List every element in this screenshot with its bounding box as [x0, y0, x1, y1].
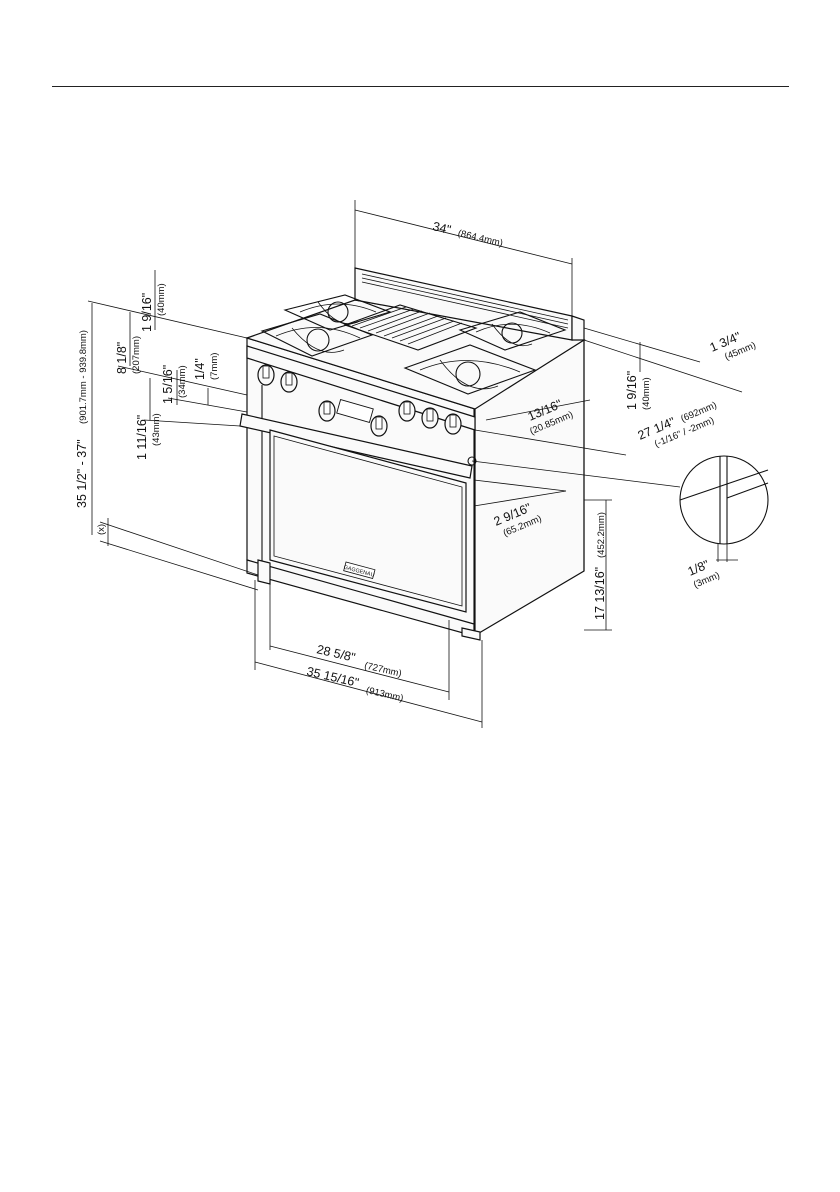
- dim-handle-height: 1 11/16": [135, 415, 149, 460]
- range-body: GAGGENAU: [240, 268, 584, 640]
- svg-text:(913mm): (913mm): [365, 685, 405, 704]
- dim-control-to-handle: 1 5/16": [161, 365, 175, 404]
- knob: [399, 401, 415, 421]
- svg-text:(864.4mm): (864.4mm): [457, 228, 504, 249]
- svg-text:(43mm): (43mm): [151, 413, 162, 446]
- dim-oven-height: 17 13/16": [593, 567, 607, 620]
- svg-text:(452.2mm): (452.2mm): [596, 512, 607, 558]
- knob: [371, 416, 387, 436]
- dim-backguard-height: 1 9/16": [140, 293, 154, 332]
- knob: [258, 365, 274, 385]
- svg-text:(7mm): (7mm): [209, 353, 220, 380]
- svg-text:(40mm): (40mm): [641, 377, 652, 410]
- svg-text:(727mm): (727mm): [363, 660, 403, 679]
- svg-text:(207mm): (207mm): [131, 336, 142, 374]
- dim-total-height: 35 1/2" - 37": [75, 439, 89, 508]
- dim-inner-width: 28 5/8": [315, 642, 356, 664]
- svg-text:(901.7mm - 939.8mm): (901.7mm - 939.8mm): [78, 330, 89, 424]
- detail-circle: [680, 456, 768, 544]
- dim-top-width: 34": [431, 219, 452, 237]
- foot: [258, 560, 270, 584]
- dim-overall-width: 35 15/16": [305, 664, 360, 690]
- dim-knob-gap: 1/4": [193, 358, 207, 380]
- dim-leg-height: (x): [96, 524, 107, 535]
- knob: [445, 414, 461, 434]
- knob: [422, 408, 438, 428]
- knob: [319, 401, 335, 421]
- dim-side-top: 1 9/16": [625, 371, 639, 410]
- knob: [281, 372, 297, 392]
- dim-top-to-control: 8 1/8": [115, 342, 129, 374]
- svg-text:(40mm): (40mm): [156, 283, 167, 316]
- svg-text:(34mm): (34mm): [177, 365, 188, 398]
